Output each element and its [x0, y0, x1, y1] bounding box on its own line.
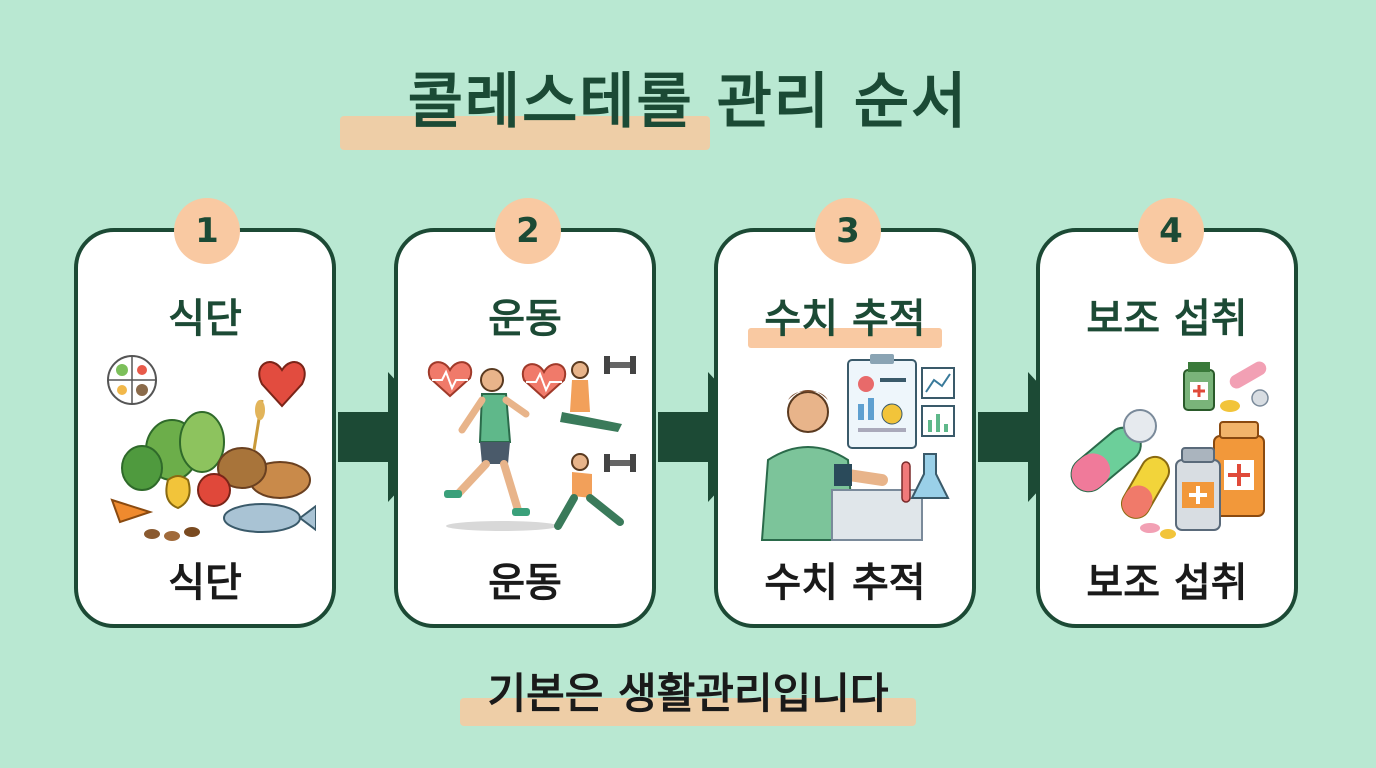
footer-highlight — [460, 698, 916, 726]
step-title: 식단 — [168, 296, 242, 342]
footer-message: 기본은 생활관리입니다 — [487, 669, 889, 718]
step-card-3: 수치 추적 수치 추적 — [714, 228, 976, 628]
step-badge-1: 1 — [174, 198, 240, 264]
step-badge-2: 2 — [495, 198, 561, 264]
step-title: 운동 — [488, 296, 562, 342]
supplement-pills-icon — [1070, 361, 1269, 539]
arrow-right-icon — [658, 372, 768, 502]
step-title: 보조 섭취 — [1086, 296, 1248, 342]
step-subtitle: 보조 섭취 — [1086, 560, 1248, 606]
title-highlight — [340, 116, 710, 150]
step-subtitle: 운동 — [488, 560, 562, 606]
step-subtitle: 식단 — [168, 560, 242, 606]
arrow-right-icon — [338, 372, 448, 502]
page-title: 콜레스테롤 관리 순서 — [407, 67, 969, 137]
step-badge-3: 3 — [815, 198, 881, 264]
step-card-1: 식단 식단 — [74, 228, 336, 628]
exercise-running-icon — [427, 356, 636, 531]
arrow-right-icon — [978, 372, 1088, 502]
food-vegetables-icon — [107, 355, 316, 541]
step-title: 수치 추적 — [718, 294, 972, 348]
step-subtitle: 수치 추적 — [764, 560, 926, 606]
health-tracking-chart-icon — [760, 354, 955, 541]
step-card-4: 보조 섭취 보조 섭취 — [1036, 228, 1298, 628]
step-card-2: 운동 운동 — [394, 228, 656, 628]
step-badge-4: 4 — [1138, 198, 1204, 264]
